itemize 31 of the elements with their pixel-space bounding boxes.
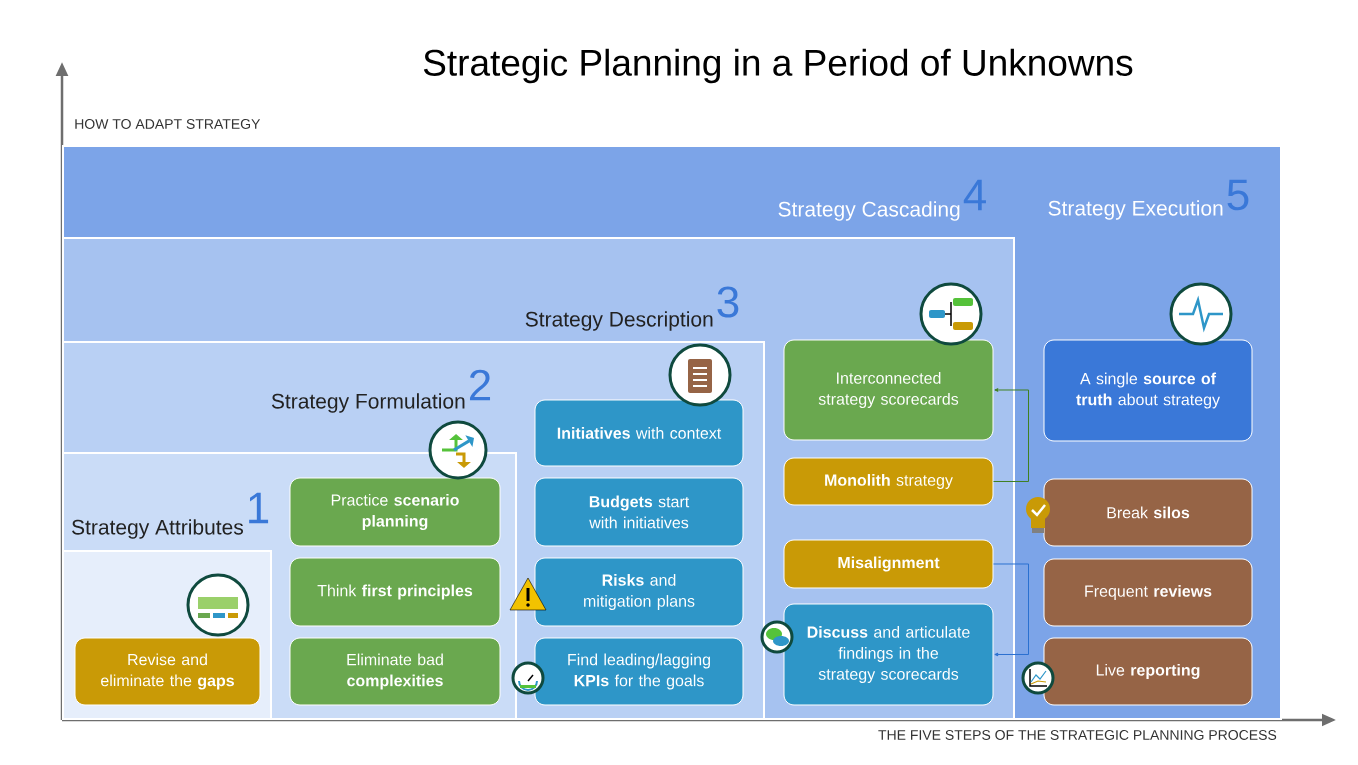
stage-number: 1 bbox=[249, 492, 269, 524]
step-box: Break silos bbox=[1043, 478, 1253, 547]
step-box: Eliminate bad complexities bbox=[289, 637, 501, 706]
stage-number: 2 bbox=[470, 369, 491, 401]
step-box: Budgets start with initiatives bbox=[534, 477, 744, 547]
stage-heading: Strategy Execution bbox=[1048, 200, 1223, 220]
step-box: Frequent reviews bbox=[1043, 558, 1253, 627]
connector-arrow bbox=[993, 388, 1029, 482]
step-box: A single source of truth about strategy bbox=[1043, 339, 1253, 442]
step-box: Find leading/lagging KPIs for the goals bbox=[534, 637, 744, 706]
step-box: Practice scenario planning bbox=[289, 477, 501, 547]
stage-number: 4 bbox=[963, 179, 986, 211]
axis-label: THE FIVE STEPS OF THE STRATEGIC PLANNING PROCESS bbox=[878, 730, 1277, 740]
stage-number: 3 bbox=[717, 286, 739, 318]
step-box: Risks and mitigation plans bbox=[534, 557, 744, 627]
stage-heading: Strategy Description bbox=[525, 311, 713, 331]
connector-arrow bbox=[993, 563, 1029, 657]
step-box: Revise and eliminate the gaps bbox=[74, 637, 261, 706]
title: Strategic Planning in a Period of Unknowns bbox=[423, 48, 1133, 84]
step-box: Live reporting bbox=[1043, 637, 1253, 706]
step-box: Misalignment bbox=[783, 539, 994, 589]
stage-heading: Strategy Attributes bbox=[72, 519, 243, 539]
stage-number: 5 bbox=[1227, 179, 1249, 211]
stage-heading: Strategy Formulation bbox=[271, 393, 465, 413]
step-box: Discuss and articulate findings in the strategy scorecards bbox=[783, 603, 994, 706]
axis-label: HOW TO ADAPT STRATEGY bbox=[75, 119, 261, 129]
stage-heading: Strategy Cascading bbox=[778, 201, 960, 221]
step-box: Monolith strategy bbox=[783, 457, 994, 506]
step-box: Initiatives with context bbox=[534, 399, 744, 467]
step-box: Interconnected strategy scorecards bbox=[783, 339, 994, 441]
step-box: Think first principles bbox=[289, 557, 501, 627]
